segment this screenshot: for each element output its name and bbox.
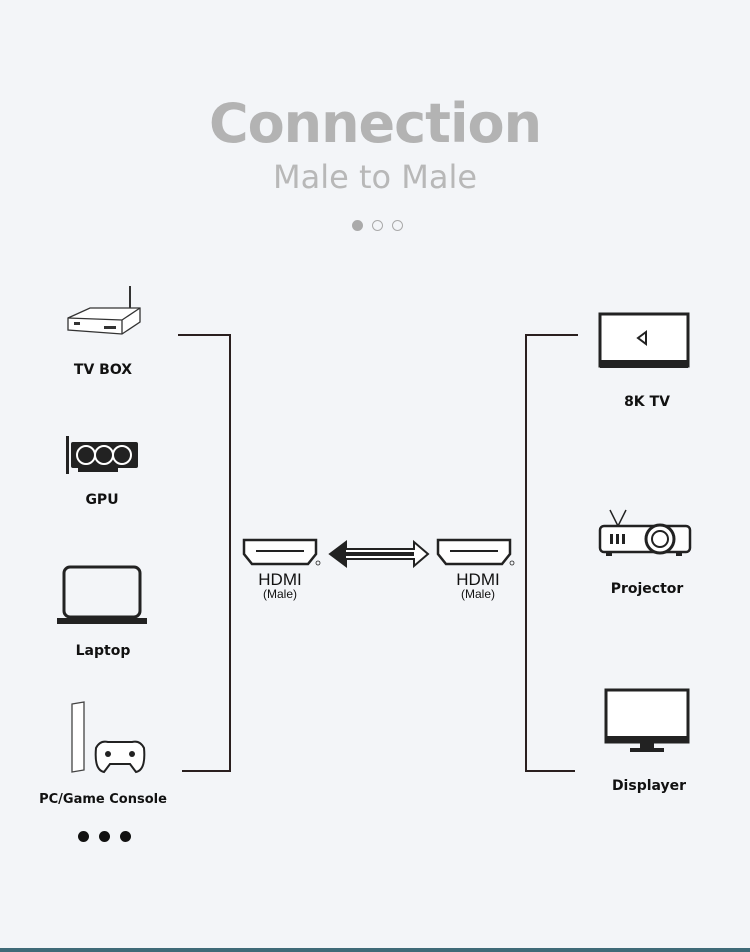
hdmi-type: (Male) [262,587,297,601]
pager-dot[interactable] [352,220,363,231]
source-label-laptop: Laptop [75,643,131,659]
display-label-displayer: Displayer [611,778,687,794]
hdmi-label-left: HDMI (Male) [240,570,320,601]
bidirectional-arrow-icon [328,539,430,569]
hdmi-connector-icon [436,538,515,566]
page-subtitle: Male to Male [272,158,478,196]
more-dots-icon [78,831,131,842]
hdmi-name: HDMI [258,570,302,589]
hdmi-label-right: HDMI (Male) [438,570,518,601]
laptop-icon [57,565,147,624]
tv-icon [598,312,690,368]
game-console-icon [71,701,146,774]
pager-dot[interactable] [392,220,403,231]
pager-dot[interactable] [372,220,383,231]
monitor-icon [604,688,690,752]
bracket-right [525,334,527,772]
display-label-8k-tv: 8K TV [624,394,670,410]
bracket-left [178,334,231,336]
pager-dots [352,220,403,231]
source-label-game-console: PC/Game Console [39,792,167,807]
hdmi-name: HDMI [456,570,500,589]
bracket-right [525,334,578,336]
bracket-right [525,770,575,772]
bottom-border [0,948,750,952]
projector-icon [598,509,692,556]
source-label-tv-box: TV BOX [73,362,133,378]
tv-box-icon [67,286,141,335]
display-label-projector: Projector [610,581,684,597]
gpu-icon [66,436,138,474]
source-label-gpu: GPU [85,492,119,508]
bracket-left [229,334,231,772]
bracket-left [182,770,231,772]
hdmi-type: (Male) [460,587,495,601]
hdmi-connector-icon [242,538,321,566]
page-title: Connection [208,92,542,155]
